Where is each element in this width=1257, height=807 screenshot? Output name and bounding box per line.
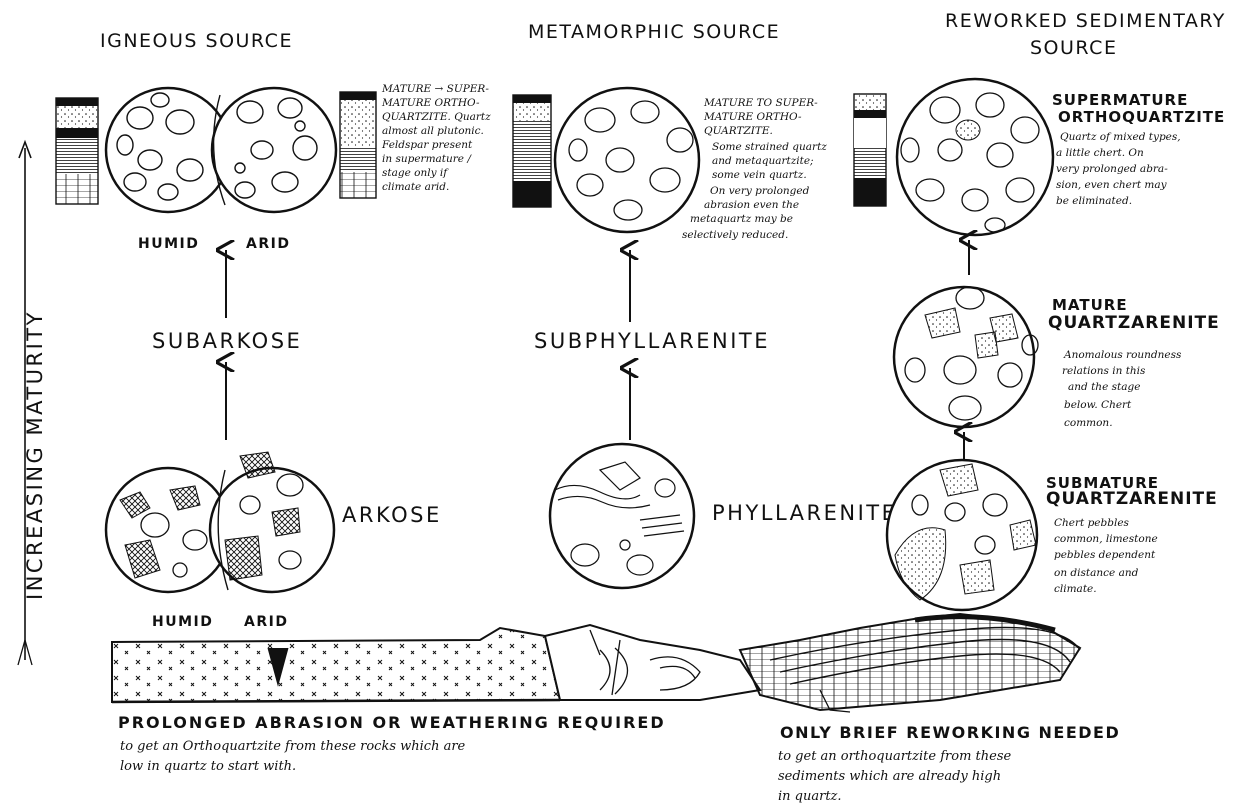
igneous-strat-column (56, 98, 98, 204)
igneous-title: IGNEOUS SOURCE (100, 30, 293, 52)
svg-text:be eliminated.: be eliminated. (1056, 195, 1132, 207)
igneous-bottom-arid: ARID (244, 614, 288, 630)
svg-text:QUARTZITE. Quartz: QUARTZITE. Quartz (382, 111, 491, 123)
svg-text:QUARTZARENITE: QUARTZARENITE (1048, 313, 1220, 333)
svg-text:low in quartz to start with.: low in quartz to start with. (120, 759, 296, 774)
svg-text:Feldspar present: Feldspar present (381, 139, 473, 151)
svg-text:a little chert. On: a little chert. On (1056, 147, 1144, 159)
svg-text:common.: common. (1064, 417, 1113, 429)
svg-text:selectively reduced.: selectively reduced. (682, 229, 788, 241)
svg-text:some vein quartz.: some vein quartz. (712, 169, 807, 181)
reworked-strat-column (854, 94, 886, 206)
svg-text:Quartz of mixed types,: Quartz of mixed types, (1060, 131, 1181, 143)
svg-text:PROLONGED ABRASION OR WEATHERI: PROLONGED ABRASION OR WEATHERING REQUIRE… (118, 713, 666, 732)
svg-text:MATURE: MATURE (1052, 296, 1128, 314)
svg-text:Chert pebbles: Chert pebbles (1054, 517, 1130, 529)
svg-text:sion, even chert may: sion, even chert may (1056, 179, 1168, 191)
svg-text:to get an orthoquartzite from: to get an orthoquartzite from these (778, 749, 1011, 764)
svg-text:below. Chert: below. Chert (1064, 399, 1132, 411)
svg-text:climate.: climate. (1054, 583, 1097, 595)
igneous-strat-column-right (340, 92, 376, 198)
reworked-low-note: SUBMATURE QUARTZARENITE Chert pebbles co… (1046, 474, 1218, 595)
maturity-axis-label: INCREASING MATURITY (23, 310, 47, 600)
svg-text:common, limestone: common, limestone (1054, 533, 1158, 545)
maturity-axis: INCREASING MATURITY (18, 142, 47, 665)
reworked-title-line2: SOURCE (1030, 37, 1117, 59)
reworked-top-note: SUPERMATURE ORTHOQUARTZITE Quartz of mix… (1052, 91, 1225, 207)
metamorphic-note: MATURE TO SUPER- MATURE ORTHO- QUARTZITE… (682, 97, 827, 241)
metamorphic-strat-column (513, 95, 551, 207)
bottom-right-caption: ONLY BRIEF REWORKING NEEDED to get an or… (778, 723, 1120, 804)
svg-text:Anomalous roundness: Anomalous roundness (1063, 349, 1182, 361)
svg-text:in quartz.: in quartz. (778, 789, 842, 804)
igneous-note: MATURE → SUPER- MATURE ORTHO- QUARTZITE.… (381, 83, 491, 193)
igneous-bottom-circles (106, 452, 334, 592)
svg-text:SUPERMATURE: SUPERMATURE (1052, 91, 1188, 109)
svg-text:climate arid.: climate arid. (382, 181, 449, 193)
svg-text:and metaquartzite;: and metaquartzite; (712, 155, 814, 167)
svg-text:pebbles dependent: pebbles dependent (1054, 549, 1156, 561)
reworked-title-line1: REWORKED SEDIMENTARY (945, 10, 1226, 32)
svg-text:ORTHOQUARTZITE: ORTHOQUARTZITE (1058, 108, 1225, 126)
reworked-top-circle (897, 79, 1053, 235)
metamorphic-top-circle (555, 88, 699, 232)
igneous-bottom-humid: HUMID (152, 614, 213, 630)
svg-text:metaquartz may be: metaquartz may be (690, 213, 793, 225)
igneous-subarkose: SUBARKOSE (152, 329, 302, 353)
svg-text:QUARTZITE.: QUARTZITE. (704, 125, 773, 137)
metamorphic-subphyllarenite: SUBPHYLLARENITE (534, 329, 770, 353)
svg-text:Some strained quartz: Some strained quartz (712, 141, 827, 153)
svg-text:on distance and: on distance and (1054, 567, 1139, 579)
svg-text:ONLY BRIEF REWORKING NEEDED: ONLY BRIEF REWORKING NEEDED (780, 723, 1120, 742)
svg-text:QUARTZARENITE: QUARTZARENITE (1046, 489, 1218, 509)
reworked-mid-circle (894, 287, 1038, 427)
svg-text:abrasion even the: abrasion even the (704, 199, 799, 211)
igneous-arkose: ARKOSE (342, 503, 442, 527)
metamorphic-bottom-circle (550, 444, 694, 588)
svg-text:in supermature /: in supermature / (382, 153, 472, 165)
metamorphic-title: METAMORPHIC SOURCE (528, 21, 780, 43)
igneous-top-humid: HUMID (138, 236, 199, 252)
svg-text:almost all plutonic.: almost all plutonic. (382, 125, 484, 137)
svg-text:stage only if: stage only if (382, 167, 449, 179)
svg-text:and the stage: and the stage (1068, 381, 1140, 393)
igneous-top-circles (106, 88, 336, 212)
svg-text:On very prolonged: On very prolonged (710, 185, 810, 197)
svg-text:MATURE ORTHO-: MATURE ORTHO- (381, 97, 480, 109)
bottom-left-caption: PROLONGED ABRASION OR WEATHERING REQUIRE… (118, 713, 666, 774)
svg-text:MATURE → SUPER-: MATURE → SUPER- (381, 83, 489, 95)
reworked-mid-note: MATURE QUARTZARENITE Anomalous roundness… (1048, 296, 1220, 429)
svg-text:relations in this: relations in this (1062, 365, 1146, 377)
igneous-top-arid: ARID (246, 236, 290, 252)
svg-text:MATURE ORTHO-: MATURE ORTHO- (703, 111, 802, 123)
svg-text:to get an Orthoquartzite from: to get an Orthoquartzite from these rock… (120, 739, 466, 754)
metamorphic-phyllarenite: PHYLLARENITE (712, 501, 897, 525)
reworked-low-circle (887, 460, 1037, 610)
svg-text:MATURE TO SUPER-: MATURE TO SUPER- (703, 97, 818, 109)
svg-text:sediments which are already hi: sediments which are already high (778, 769, 1001, 784)
svg-text:very prolonged abra-: very prolonged abra- (1056, 163, 1168, 175)
